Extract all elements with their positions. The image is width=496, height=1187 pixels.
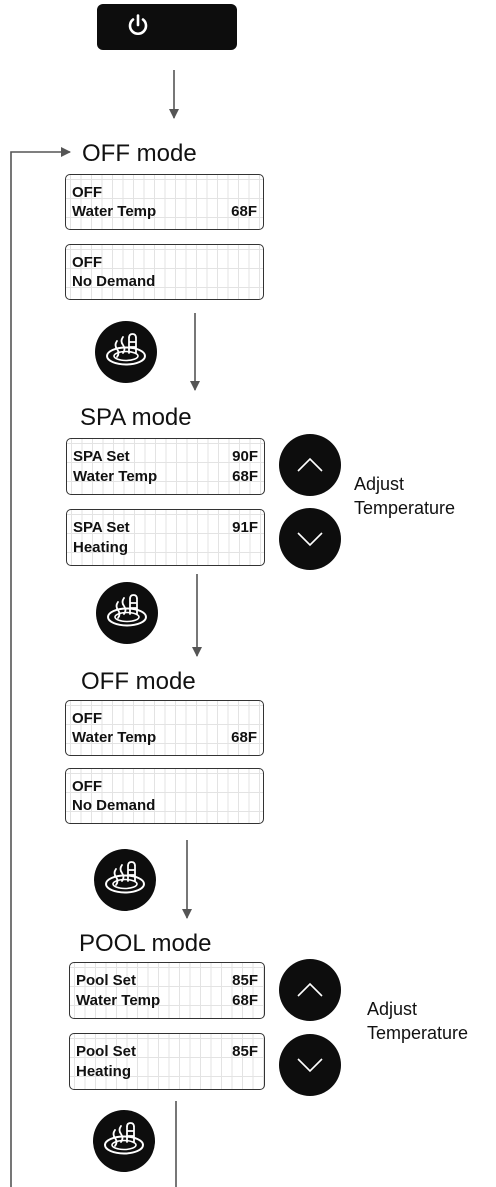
mode-button[interactable] <box>96 582 158 644</box>
mode-title-off: OFF mode <box>82 140 197 167</box>
lcd-display-pool-1: Pool Set 85F Water Temp 68F <box>69 962 265 1019</box>
lcd-line2-value: 68F <box>231 203 257 220</box>
chevron-up-icon <box>297 457 323 472</box>
lcd-line1-value: 85F <box>232 972 258 989</box>
lcd-display-pool-2: Pool Set 85F Heating <box>69 1033 265 1090</box>
adjust-temperature-label: Adjust Temperature <box>367 997 468 1045</box>
lcd-display-off-2: OFF No Demand <box>65 244 264 300</box>
mode-button[interactable] <box>93 1110 155 1172</box>
lcd-line1-label: SPA Set <box>73 519 130 536</box>
spa-pool-mode-icon <box>104 1122 144 1155</box>
temp-up-button[interactable] <box>279 434 341 496</box>
lcd-line1-label: Pool Set <box>76 972 137 989</box>
temp-up-button[interactable] <box>279 959 341 1021</box>
lcd-line1-label: Pool Set <box>76 1043 137 1060</box>
lcd-line2-label: No Demand <box>72 273 156 290</box>
lcd-line1-value: 91F <box>232 519 258 536</box>
lcd-display-off-1: OFF Water Temp 68F <box>65 700 264 756</box>
lcd-line2-label: Heating <box>76 1063 132 1080</box>
temp-down-button[interactable] <box>279 508 341 570</box>
adjust-temperature-label: Adjust Temperature <box>354 472 455 520</box>
mode-button[interactable] <box>95 321 157 383</box>
lcd-display-off-1: OFF Water Temp 68F <box>65 174 264 230</box>
spa-pool-mode-icon <box>107 594 147 627</box>
mode-button[interactable] <box>94 849 156 911</box>
power-icon <box>128 14 148 35</box>
lcd-line2-label: Water Temp <box>76 992 161 1009</box>
lcd-line2-label: Water Temp <box>73 468 158 485</box>
spa-pool-mode-icon <box>106 333 146 366</box>
adjust-line2: Temperature <box>354 498 456 518</box>
loop-back-line <box>10 147 71 1187</box>
mode-title-off: OFF mode <box>81 668 196 695</box>
chevron-down-icon <box>297 1058 323 1073</box>
power-button[interactable] <box>97 4 237 50</box>
lcd-line2-value: 68F <box>232 992 258 1009</box>
lcd-line1-label: OFF <box>72 254 102 271</box>
lcd-line2-label: Water Temp <box>72 203 157 220</box>
lcd-line1-label: OFF <box>72 778 102 795</box>
temp-down-button[interactable] <box>279 1034 341 1096</box>
mode-title-spa: SPA mode <box>80 404 192 431</box>
spa-pool-mode-icon <box>105 861 145 894</box>
lcd-line1-value: 90F <box>232 448 258 465</box>
lcd-line2-label: Heating <box>73 539 129 556</box>
lcd-line2-value: 68F <box>232 468 258 485</box>
adjust-line1: Adjust <box>367 999 418 1019</box>
chevron-up-icon <box>297 982 323 997</box>
mode-title-pool: POOL mode <box>79 930 212 957</box>
lcd-line2-label: Water Temp <box>72 729 157 746</box>
adjust-line1: Adjust <box>354 474 405 494</box>
lcd-line1-value: 85F <box>232 1043 258 1060</box>
chevron-down-icon <box>297 532 323 547</box>
lcd-line1-label: OFF <box>72 710 102 727</box>
lcd-display-spa-2: SPA Set 91F Heating <box>66 509 265 566</box>
lcd-line2-value: 68F <box>231 729 257 746</box>
lcd-display-spa-1: SPA Set 90F Water Temp 68F <box>66 438 265 495</box>
lcd-line1-label: SPA Set <box>73 448 130 465</box>
lcd-line2-label: No Demand <box>72 797 156 814</box>
lcd-line1-label: OFF <box>72 184 102 201</box>
adjust-line2: Temperature <box>367 1023 469 1043</box>
lcd-display-off-2: OFF No Demand <box>65 768 264 824</box>
